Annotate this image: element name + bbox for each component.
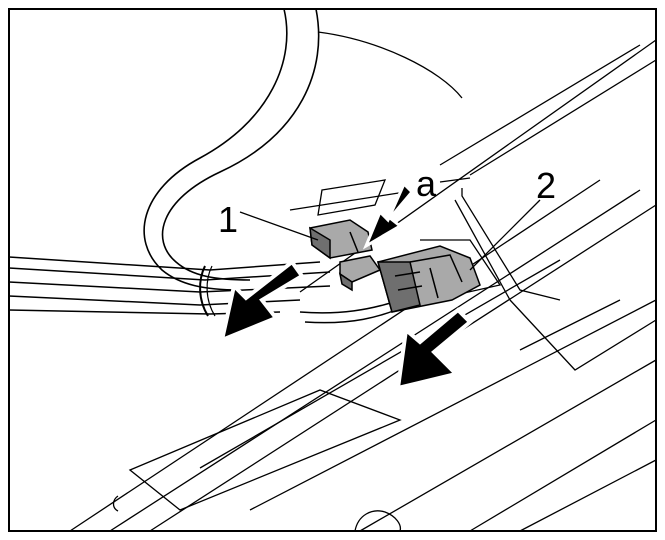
press-arrow-a <box>362 181 415 250</box>
leader-line-2 <box>469 199 541 271</box>
cable-loop <box>143 8 320 291</box>
connector-2 <box>377 245 481 313</box>
pull-arrow-connector-1 <box>219 259 305 344</box>
pull-arrow-connector-2 <box>395 307 473 391</box>
leader-line-1 <box>239 211 319 241</box>
callout-label-a: a <box>416 163 437 204</box>
dome-outline <box>317 31 463 99</box>
connector-1 <box>309 219 382 292</box>
callout-label-2: 2 <box>536 165 556 206</box>
device-body <box>69 31 657 532</box>
callout-label-1: 1 <box>218 199 238 240</box>
image-border <box>8 8 657 532</box>
